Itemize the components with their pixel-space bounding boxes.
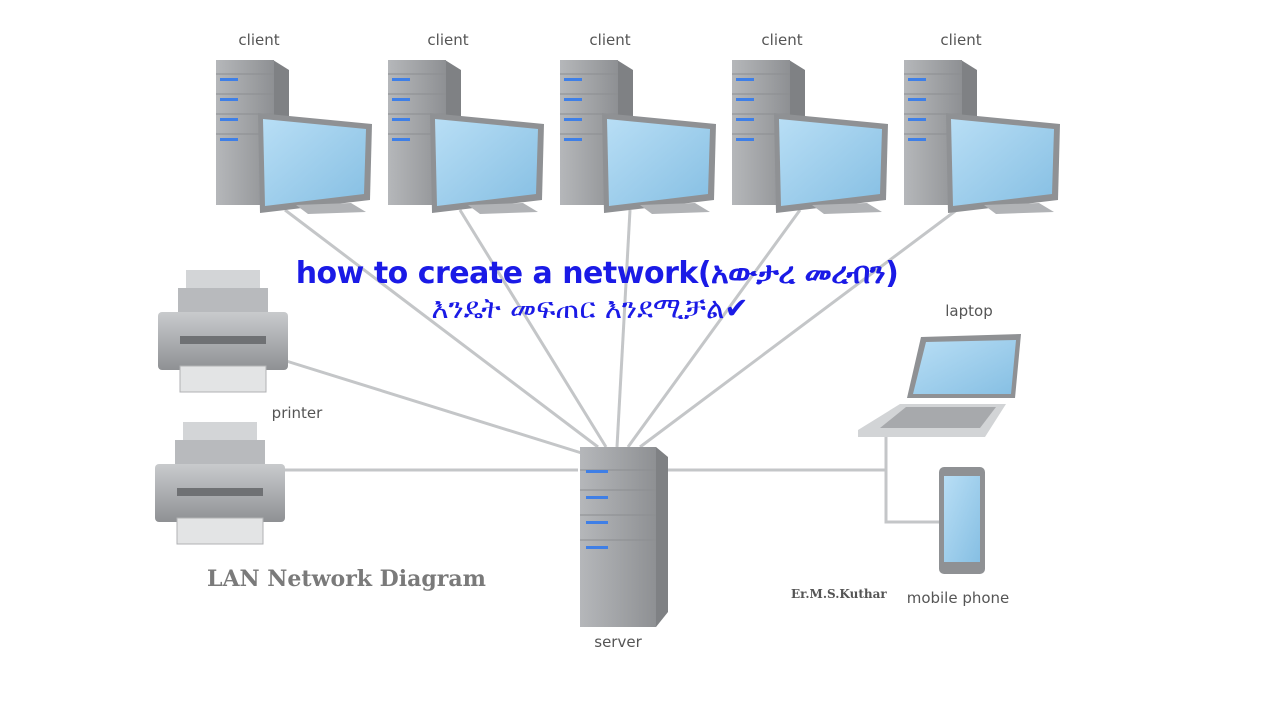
printers — [155, 270, 288, 545]
printer-label: printer — [271, 404, 323, 422]
server-label: server — [594, 633, 642, 651]
client-workstations — [216, 60, 1060, 214]
cable-client-2 — [458, 209, 608, 448]
cable-laptop-phone — [658, 437, 888, 472]
client-label: client — [940, 31, 982, 49]
client-label: client — [238, 31, 280, 49]
cable-phone — [884, 470, 940, 524]
cable-client-3 — [615, 209, 632, 448]
client-workstation — [216, 60, 372, 214]
laptop-device — [858, 334, 1021, 437]
video-title-line-2: እንዴት መፍጠር እንደሚቻል✔ — [431, 291, 749, 325]
client-label: client — [427, 31, 469, 49]
video-title-line-1: how to create a network(አውታረ መረብን) — [295, 256, 899, 291]
client-workstation — [904, 60, 1060, 214]
author-credit: Er.M.S.Kuthar — [791, 587, 887, 601]
network-cables — [282, 198, 971, 524]
client-workstation — [732, 60, 888, 214]
laptop-label: laptop — [945, 302, 993, 320]
client-workstation — [388, 60, 544, 214]
cable-client-5 — [639, 198, 971, 449]
client-label: client — [761, 31, 803, 49]
client-workstation — [560, 60, 716, 214]
cable-client-1 — [284, 208, 599, 449]
cable-printer-1 — [282, 358, 589, 457]
printer-device — [155, 422, 285, 545]
cable-client-4 — [626, 209, 802, 448]
client-label: client — [589, 31, 631, 49]
server-tower — [580, 447, 668, 627]
diagram-title: LAN Network Diagram — [207, 566, 486, 592]
mobile-phone-label: mobile phone — [906, 589, 1010, 607]
printer-device — [158, 270, 288, 393]
mobile-phone-device — [939, 467, 985, 574]
